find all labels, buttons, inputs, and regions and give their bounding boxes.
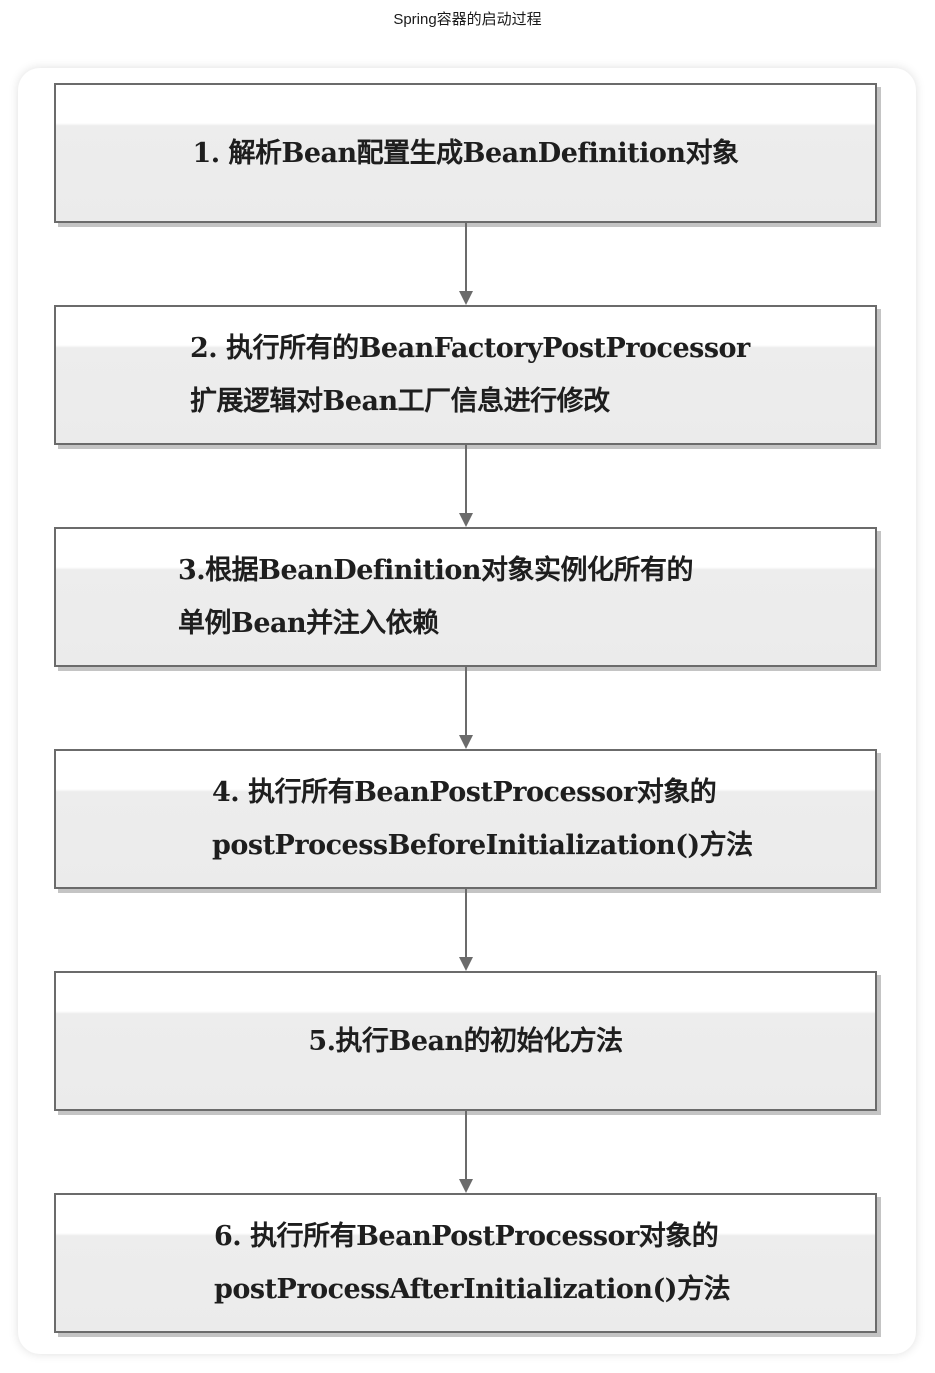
arrow-4-to-5	[459, 889, 473, 971]
step-3-box: 3.根据BeanDefinition对象实例化所有的 单例Bean并注入依赖	[54, 527, 877, 667]
step-6-line-1: 6. 执行所有BeanPostProcessor对象的	[214, 1221, 719, 1252]
step-1-box: 1. 解析Bean配置生成BeanDefinition对象	[54, 83, 877, 223]
page-title: Spring容器的启动过程	[393, 11, 542, 28]
arrow-2-to-3	[459, 445, 473, 527]
step-4-box: 4. 执行所有BeanPostProcessor对象的 postProcessB…	[54, 749, 877, 889]
step-4-line-1: 4. 执行所有BeanPostProcessor对象的	[212, 777, 717, 808]
step-5-box: 5.执行Bean的初始化方法	[54, 971, 877, 1111]
arrow-1-to-2	[459, 223, 473, 305]
step-3-line-2: 单例Bean并注入依赖	[178, 608, 439, 639]
step-2-line-2: 扩展逻辑对Bean工厂信息进行修改	[190, 386, 610, 417]
step-2-line-1: 2. 执行所有的BeanFactoryPostProcessor	[190, 333, 750, 364]
step-4-line-2: postProcessBeforeInitialization()方法	[212, 830, 753, 861]
arrow-5-to-6	[459, 1111, 473, 1193]
step-6-box: 6. 执行所有BeanPostProcessor对象的 postProcessA…	[54, 1193, 877, 1333]
step-3-line-1: 3.根据BeanDefinition对象实例化所有的	[178, 555, 694, 586]
step-2-box: 2. 执行所有的BeanFactoryPostProcessor 扩展逻辑对Be…	[54, 305, 877, 445]
step-6-line-2: postProcessAfterInitialization()方法	[214, 1274, 731, 1305]
step-5-line-1: 5.执行Bean的初始化方法	[308, 1025, 623, 1057]
arrow-3-to-4	[459, 667, 473, 749]
step-1-line-1: 1. 解析Bean配置生成BeanDefinition对象	[192, 137, 739, 169]
